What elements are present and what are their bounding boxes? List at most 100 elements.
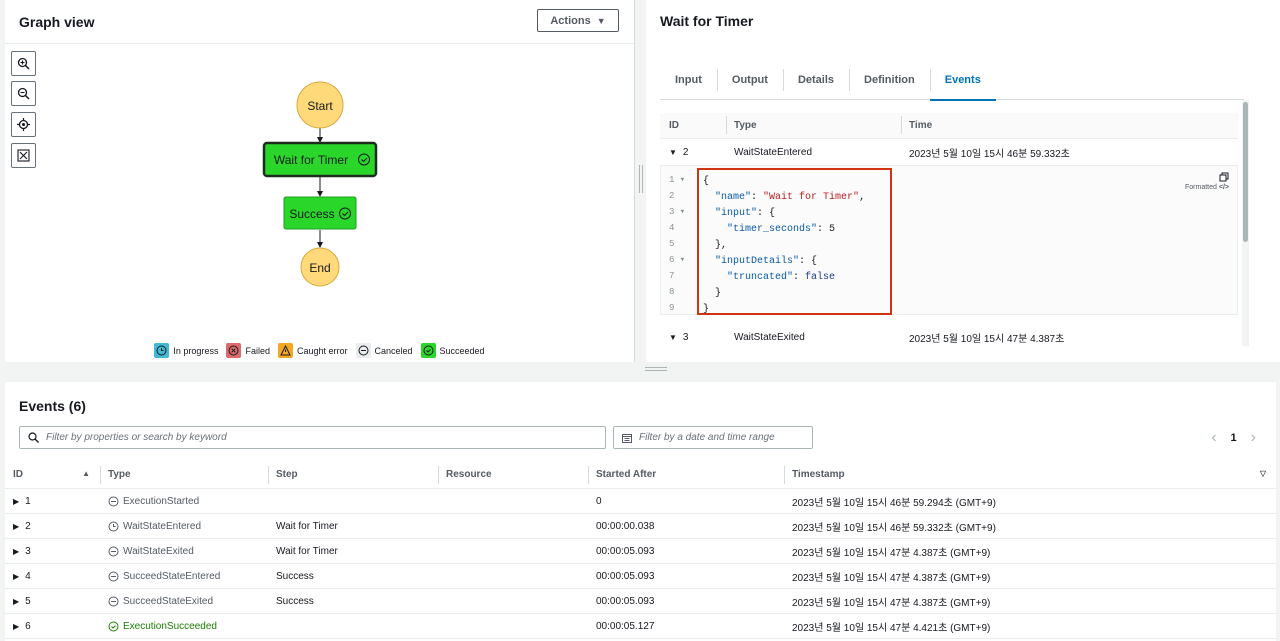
json-viewer[interactable]: 1 ▾ 2 3 ▾ 4 5 6 ▾ 7 8 9 { "name": "Wait … [660, 165, 1238, 315]
date-range-filter[interactable]: Filter by a date and time range [613, 426, 813, 449]
events-table: ID ▲ Type Step Resource Started After Tim… [5, 461, 1276, 639]
center-button[interactable] [11, 112, 36, 137]
node-end[interactable]: End [300, 247, 340, 287]
row-timestamp: 2023년 5월 10일 15시 46분 59.294초 (GMT+9) [792, 497, 996, 509]
caret-down-icon: ▼ [596, 15, 606, 26]
legend-label: Canceled [374, 345, 413, 356]
node-success[interactable]: Success [283, 196, 357, 230]
state-events-table-continued: ▼3 WaitStateExited 2023년 5월 10일 15시 47분 … [660, 324, 1238, 350]
row-timestamp: 2023년 5월 10일 15시 47분 4.387초 (GMT+9) [792, 572, 991, 584]
sort-asc-icon[interactable]: ▲ [82, 469, 90, 478]
collapse-icon[interactable]: ▽ [1259, 469, 1266, 478]
tab-definition[interactable]: Definition [849, 60, 930, 100]
table-row[interactable]: ▶5 SucceedStateExited Success 00:00:05.0… [5, 589, 1276, 614]
calendar-icon [622, 433, 632, 443]
vertical-resize-handle[interactable] [637, 0, 645, 362]
row-step: Wait for Timer [276, 545, 338, 557]
formatted-toggle[interactable]: Formatted </> [1185, 172, 1229, 191]
date-placeholder: Filter by a date and time range [639, 432, 775, 443]
table-row[interactable]: ▶4 SucceedStateEntered Success 00:00:05.… [5, 564, 1276, 589]
node-wait-for-timer[interactable]: Wait for Timer [262, 141, 378, 178]
row-id: 2 [682, 146, 689, 158]
col-started-after-header[interactable]: Started After [588, 466, 784, 484]
col-resource-header[interactable]: Resource [438, 466, 588, 484]
scrollbar-thumb[interactable] [1243, 102, 1248, 242]
col-id-header[interactable]: ID [13, 469, 23, 480]
search-input[interactable]: Filter by properties or search by keywor… [19, 426, 606, 449]
row-id: 3 [25, 545, 31, 557]
legend-caught-error: Caught error [277, 343, 348, 358]
row-id: 6 [25, 620, 31, 632]
row-started-after: 00:00:05.093 [596, 570, 655, 582]
clock-icon [108, 521, 119, 531]
caret-right-icon[interactable]: ▶ [13, 596, 20, 606]
grip-icon [639, 165, 643, 193]
horizontal-resize-handle[interactable] [5, 362, 1280, 380]
tab-output[interactable]: Output [716, 60, 783, 100]
caret-right-icon[interactable]: ▶ [13, 521, 20, 531]
table-header: ID Type Time [660, 113, 1238, 139]
detail-scrollbar[interactable] [1242, 100, 1249, 346]
tab-events[interactable]: Events [929, 60, 996, 101]
legend-in-progress: In progress [154, 343, 218, 358]
caret-right-icon[interactable]: ▶ [13, 546, 20, 556]
check-circle-icon [358, 153, 370, 166]
caret-right-icon[interactable]: ▶ [13, 571, 20, 581]
detail-tabs: Input Output Details Definition Events [660, 60, 1244, 101]
actions-button[interactable]: Actions ▼ [537, 9, 619, 32]
col-step-header[interactable]: Step [268, 466, 438, 484]
table-row[interactable]: ▶3 WaitStateExited Wait for Timer 00:00:… [5, 539, 1276, 564]
row-type: SucceedStateExited [123, 595, 214, 607]
row-id: 5 [25, 595, 31, 607]
fit-view-button[interactable] [11, 143, 36, 168]
minus-circle-icon [108, 546, 119, 556]
tab-details[interactable]: Details [782, 60, 849, 100]
row-step: Wait for Timer [276, 520, 338, 532]
line-number: 4 [669, 223, 675, 233]
detail-title: Wait for Timer [660, 13, 754, 29]
row-type: WaitStateEntered [734, 146, 813, 158]
line-number: 1 ▾ [669, 175, 686, 185]
table-row[interactable]: ▼3 WaitStateExited 2023년 5월 10일 15시 47분 … [660, 324, 1238, 350]
minus-circle-icon [108, 596, 119, 606]
col-type-header[interactable]: Type [100, 466, 268, 484]
row-started-after: 0 [596, 495, 602, 507]
row-id: 4 [25, 570, 31, 582]
row-started-after: 00:00:00.038 [596, 520, 655, 532]
node-start[interactable]: Start [296, 81, 344, 129]
col-id-header: ID [669, 120, 679, 131]
caret-right-icon[interactable]: ▶ [13, 621, 20, 631]
zoom-in-button[interactable] [11, 51, 36, 76]
crosshair-icon [17, 118, 30, 131]
row-type: ExecutionSucceeded [123, 620, 217, 632]
state-machine-graph: Start Wait for Timer Success End [262, 81, 378, 287]
node-wait-label: Wait for Timer [274, 153, 348, 167]
row-type: WaitStateEntered [123, 520, 202, 532]
events-title: Events (6) [19, 398, 86, 414]
row-timestamp: 2023년 5월 10일 15시 47분 4.387초 (GMT+9) [792, 597, 991, 609]
zoom-out-icon [17, 87, 30, 100]
node-success-label: Success [289, 207, 334, 221]
caret-right-icon[interactable]: ▶ [13, 496, 20, 506]
table-row[interactable]: ▶1 ExecutionStarted 0 2023년 5월 10일 15시 4… [5, 489, 1276, 514]
line-number: 5 [669, 239, 675, 249]
tab-input[interactable]: Input [675, 73, 702, 86]
row-type: ExecutionStarted [123, 495, 200, 507]
row-step: Success [276, 570, 314, 582]
page-number[interactable]: 1 [1230, 432, 1237, 444]
col-timestamp-header[interactable]: Timestamp [792, 469, 845, 480]
copy-icon[interactable] [1219, 172, 1229, 182]
search-icon [28, 432, 39, 443]
table-row[interactable]: ▶2 WaitStateEntered Wait for Timer 00:00… [5, 514, 1276, 539]
state-events-table: ID Type Time ▼2 WaitStateEntered 2023년 5… [660, 113, 1238, 165]
chevron-left-icon[interactable]: ‹ [1211, 429, 1217, 446]
events-panel: Events (6) Filter by properties or searc… [5, 382, 1276, 641]
table-row[interactable]: ▶6 ExecutionSucceeded 00:00:05.127 2023년… [5, 614, 1276, 639]
table-row[interactable]: ▼2 WaitStateEntered 2023년 5월 10일 15시 46분… [660, 139, 1238, 165]
caret-down-icon[interactable]: ▼ [669, 332, 677, 342]
row-timestamp: 2023년 5월 10일 15시 47분 4.387초 (GMT+9) [792, 547, 991, 559]
caret-down-icon[interactable]: ▼ [669, 147, 677, 157]
zoom-out-button[interactable] [11, 81, 36, 106]
formatted-label: Formatted [1185, 184, 1217, 191]
chevron-right-icon[interactable]: › [1250, 429, 1256, 446]
